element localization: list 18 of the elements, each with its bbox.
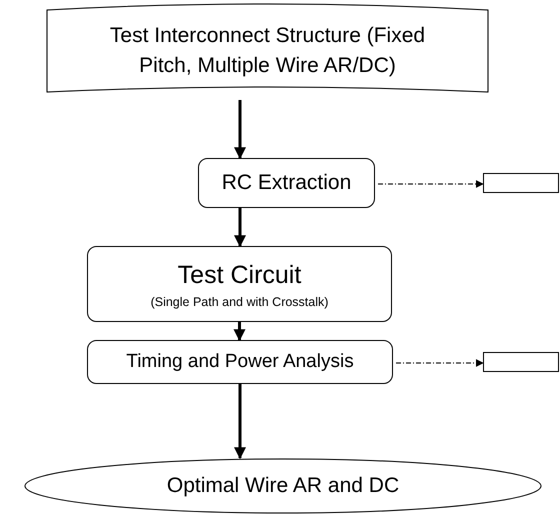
terminal-ellipse — [24, 458, 542, 514]
node-subtitle: (Single Path and with Crosstalk) — [150, 294, 328, 312]
node-title: Timing and Power Analysis — [126, 350, 354, 374]
arrow — [234, 208, 246, 248]
process-box — [198, 158, 375, 208]
arrow — [396, 359, 484, 367]
arrow — [234, 100, 246, 160]
node-title: RC Extraction — [222, 170, 352, 196]
process-box — [87, 340, 393, 384]
arrow — [234, 322, 246, 342]
process-box — [87, 246, 392, 322]
tool-box — [483, 173, 559, 193]
arrow — [378, 180, 484, 188]
node-title: Test Circuit — [178, 260, 302, 291]
tool-box — [483, 352, 559, 372]
arrow — [234, 384, 246, 460]
node-title: Optimal Wire AR and DC — [166, 472, 400, 499]
node-title: Test Interconnect Structure (Fixed Pitch, Multiple Wire AR/DC) — [108, 22, 426, 79]
